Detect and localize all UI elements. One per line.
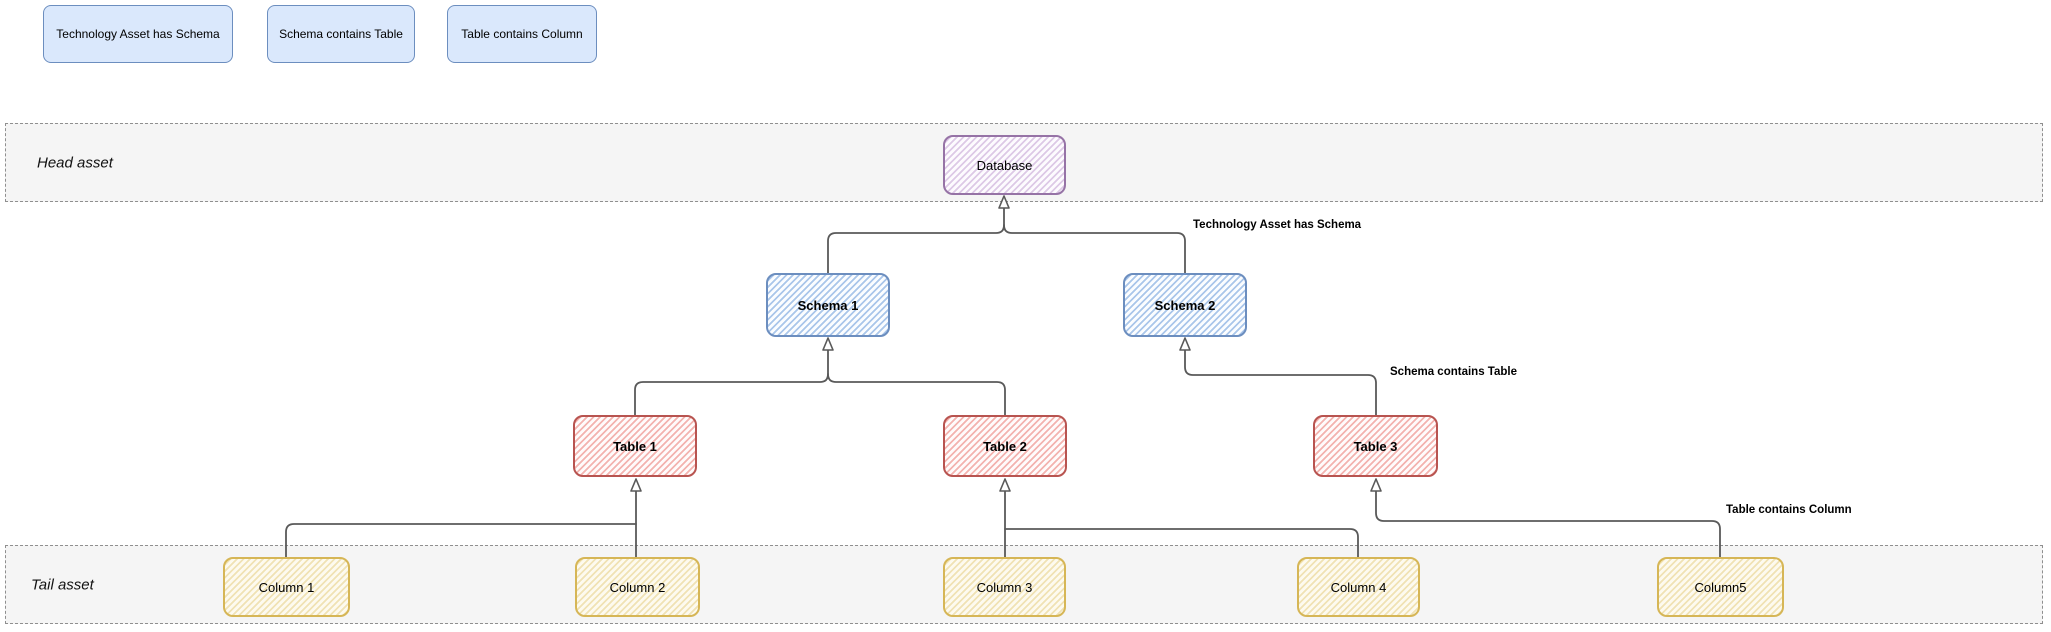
- edge-table1-schema1: [634, 349, 829, 416]
- node-table-1-label: Table 1: [613, 438, 657, 454]
- edge-label-table-contains-column: Table contains Column: [1726, 504, 1852, 516]
- node-column-1: Column 1: [223, 557, 350, 617]
- node-table-3-label: Table 3: [1353, 438, 1398, 454]
- legend-label: Table contains Column: [461, 27, 583, 41]
- node-column-4-label: Column 4: [1330, 579, 1387, 595]
- node-table-2-label: Table 2: [983, 438, 1027, 454]
- node-column-4: Column 4: [1297, 557, 1420, 617]
- legend-box-table-contains-column: Table contains Column: [447, 5, 597, 63]
- arrowhead-to-database: [998, 195, 1010, 209]
- arrowhead-to-schema1: [822, 337, 834, 351]
- arrowhead-to-schema2: [1179, 337, 1191, 351]
- edge-table3-schema2: [1184, 349, 1377, 416]
- node-database: Database: [943, 135, 1066, 195]
- node-schema-1: Schema 1: [766, 273, 890, 337]
- legend-box-schema-contains-table: Schema contains Table: [267, 5, 415, 63]
- node-table-1: Table 1: [573, 415, 697, 477]
- node-table-3: Table 3: [1313, 415, 1438, 477]
- edge-column4-table2: [1004, 528, 1359, 558]
- edge-column1-table1: [285, 523, 637, 558]
- node-column-3: Column 3: [943, 557, 1066, 617]
- node-table-2: Table 2: [943, 415, 1067, 477]
- legend-label: Technology Asset has Schema: [56, 27, 220, 41]
- edge-column5-table3: [1375, 490, 1721, 558]
- node-column-2-label: Column 2: [609, 579, 666, 595]
- node-column-1-label: Column 1: [258, 579, 315, 595]
- legend-box-technology-asset-has-schema: Technology Asset has Schema: [43, 5, 233, 63]
- node-column-3-label: Column 3: [976, 579, 1033, 595]
- node-schema-1-label: Schema 1: [797, 297, 859, 313]
- node-database-label: Database: [976, 157, 1033, 173]
- legend-label: Schema contains Table: [279, 27, 403, 41]
- arrowhead-to-table2: [999, 478, 1011, 492]
- node-schema-2-label: Schema 2: [1154, 297, 1216, 313]
- node-column-5-label: Column5: [1694, 579, 1747, 595]
- arrowhead-to-table1: [630, 478, 642, 492]
- node-schema-2: Schema 2: [1123, 273, 1247, 337]
- node-column-2: Column 2: [575, 557, 700, 617]
- tail-asset-band-label: Tail asset: [31, 576, 94, 593]
- edge-schema1-database: [827, 207, 1005, 274]
- edge-label-technology-asset-has-schema: Technology Asset has Schema: [1193, 219, 1362, 231]
- head-asset-band-label: Head asset: [37, 154, 113, 171]
- edge-label-schema-contains-table: Schema contains Table: [1390, 366, 1517, 378]
- node-column-5: Column5: [1657, 557, 1784, 617]
- edge-schema2-database: [1003, 224, 1186, 274]
- edge-table2-schema1: [827, 373, 1006, 416]
- arrowhead-to-table3: [1370, 478, 1382, 492]
